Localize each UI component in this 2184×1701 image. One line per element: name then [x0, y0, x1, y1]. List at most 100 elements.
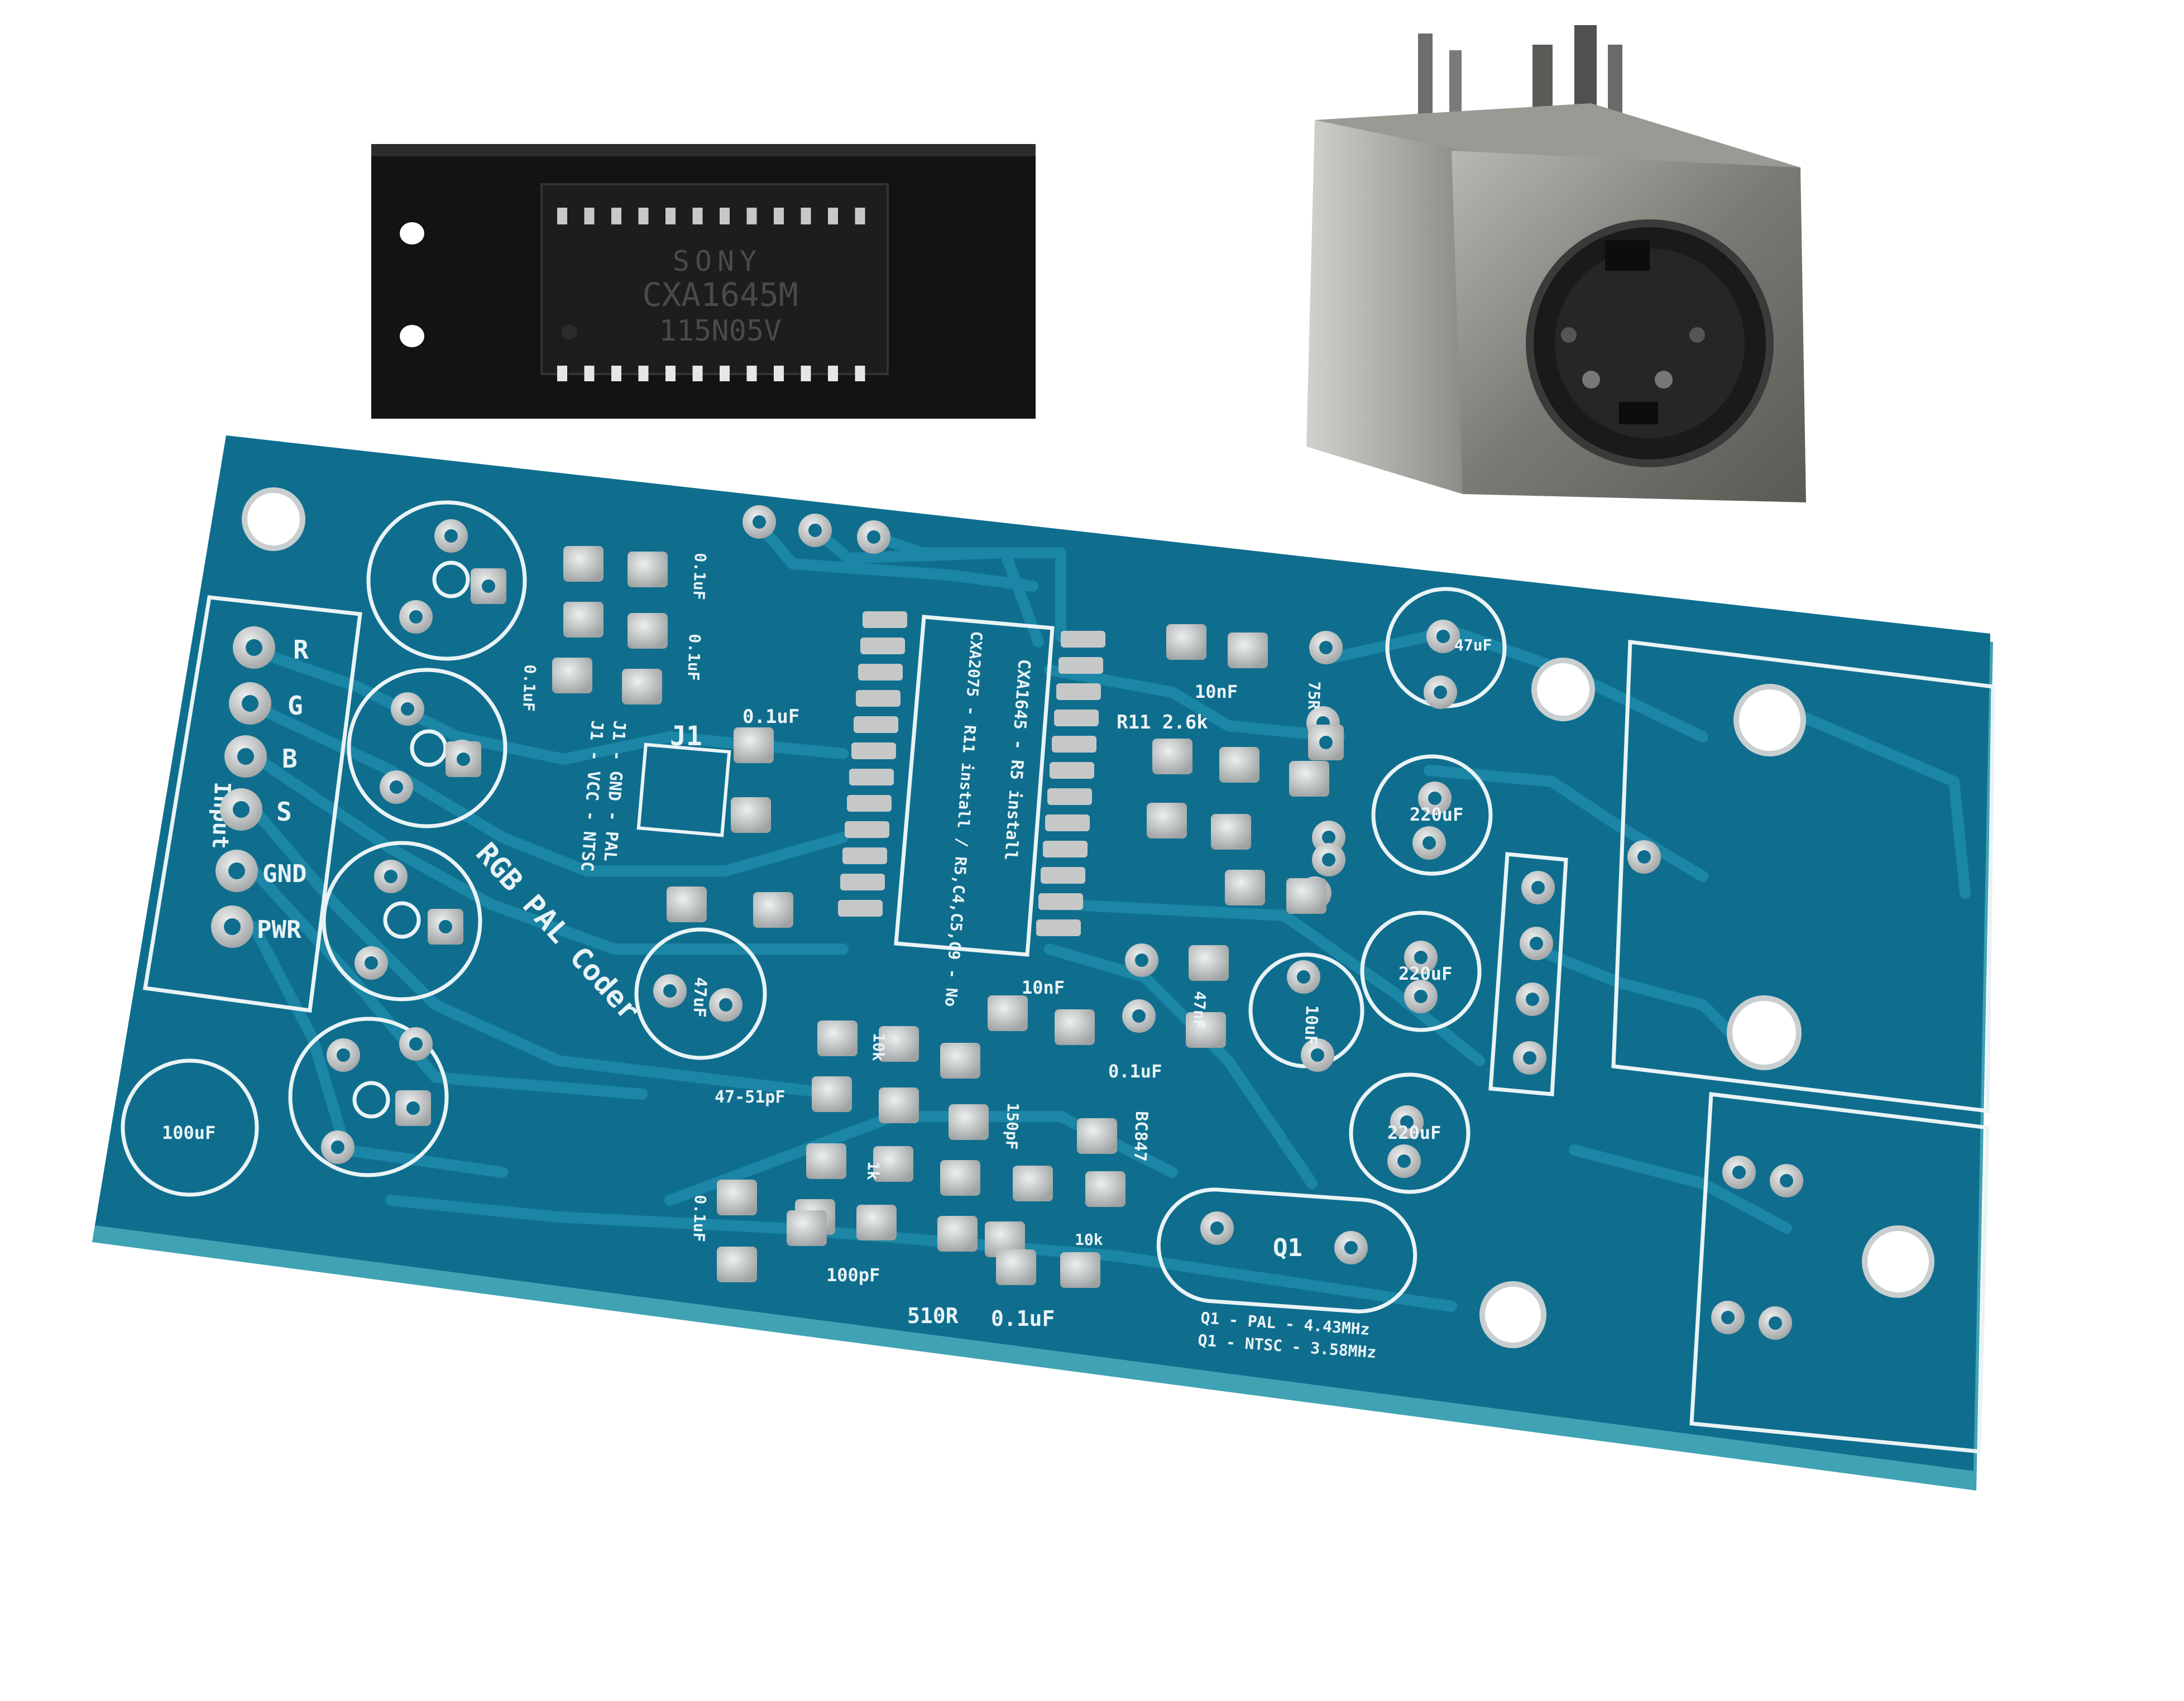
pin1-dot	[562, 324, 577, 340]
label-c-220uF-a: 220uF	[1410, 804, 1463, 825]
soic-chip: SONY CXA1645M 115N05V	[540, 183, 889, 381]
inner-circle	[432, 560, 470, 598]
chip-pin	[774, 366, 784, 381]
chip-pin	[665, 366, 676, 381]
label-cap-47-51pF: 47-51pF	[715, 1087, 785, 1107]
smd-pad	[734, 727, 774, 763]
label-cap-01-f: 0.1uF	[689, 1195, 710, 1242]
smd-pad	[949, 1104, 989, 1140]
chip-pin	[720, 366, 730, 381]
chip-brand: SONY	[673, 245, 762, 277]
pad-drill	[1397, 1154, 1411, 1168]
input-pin-pad	[215, 850, 258, 892]
footprint-circle	[288, 1017, 449, 1177]
pad-drill	[1210, 1221, 1224, 1235]
pad-drill	[719, 998, 732, 1012]
pad-drill	[1319, 736, 1333, 749]
footprint-circle	[322, 841, 482, 1002]
pad-drill	[1523, 1051, 1536, 1065]
chip-pin	[611, 208, 621, 224]
input-header: Input R G B S GND PWR	[142, 595, 362, 1013]
mounting-hole	[242, 487, 305, 551]
smd-pad	[806, 1143, 846, 1179]
smd-pad	[1060, 1252, 1100, 1288]
footprint-circle	[366, 500, 527, 661]
footprint-circle	[1371, 754, 1493, 876]
mounting-hole	[1531, 658, 1595, 721]
ic-pad	[1054, 710, 1099, 726]
chip-pin	[584, 366, 595, 381]
input-pin-pad	[211, 905, 253, 948]
smd-pad	[1166, 624, 1206, 660]
j1-outline	[636, 742, 731, 837]
smd-pad	[817, 1020, 858, 1056]
chip-pin	[855, 208, 865, 224]
ic-pad	[1041, 867, 1085, 884]
smd-pad	[1077, 1118, 1117, 1154]
smd-pad	[717, 1180, 757, 1215]
chip-pin	[774, 208, 784, 224]
label-transistor: BC847	[1130, 1111, 1151, 1162]
pad-drill	[1319, 641, 1333, 654]
pad-drill	[1637, 850, 1651, 864]
j1-label: J1	[670, 721, 702, 752]
smd-pad	[937, 1216, 978, 1252]
smd-pad	[787, 1210, 827, 1246]
label-res-1k: 1k	[864, 1161, 883, 1181]
mounting-hole	[1479, 1281, 1546, 1348]
pad-drill	[1322, 831, 1335, 844]
chip-pin	[828, 208, 838, 224]
pad-drill	[1322, 853, 1335, 866]
pad-drill	[1414, 990, 1428, 1003]
smd-pad	[812, 1076, 852, 1112]
pad-drill	[390, 780, 403, 794]
label-c-47uF-b: 47uF	[1454, 636, 1492, 654]
ic-pad	[847, 795, 892, 812]
pad-drill	[331, 1141, 344, 1154]
square-pads	[395, 568, 1344, 1126]
socket-pin	[1689, 327, 1705, 343]
component-labels: 100uF 47uF 47uF 220uF 220uF 220uF 10uF 0…	[162, 553, 1492, 1331]
chip-pin	[855, 366, 865, 381]
crystal-outline	[1156, 1187, 1417, 1314]
pad-drill	[1769, 1316, 1782, 1330]
input-header-outline	[142, 595, 362, 1013]
label-r11: R11 2.6k	[1117, 711, 1208, 734]
footprint-circle	[1360, 911, 1482, 1032]
smd-pad	[753, 892, 793, 928]
to92-footprints	[121, 500, 1507, 1197]
input-pin-label-g: G	[288, 691, 303, 721]
input-pin-label-pwr: PWR	[257, 916, 301, 944]
pad-drill	[457, 753, 470, 766]
ic-pad	[840, 874, 885, 890]
smd-pad	[628, 613, 668, 649]
ic-pad	[842, 847, 887, 864]
inner-circle	[383, 901, 421, 939]
pad-drill	[1400, 1115, 1414, 1129]
ic-pad	[1059, 657, 1103, 674]
inner-circle	[352, 1081, 390, 1119]
ic-outline	[894, 615, 1055, 957]
label-cap-10nF-a: 10nF	[1195, 681, 1238, 702]
sony-chip-reel-tape: SONY CXA1645M 115N05V	[371, 144, 1036, 419]
pad-drill	[1526, 993, 1539, 1006]
svideo-connector	[1306, 25, 1806, 502]
pad-drill	[401, 702, 414, 716]
label-c-10uF: 10uF	[1300, 1005, 1321, 1046]
label-cap-47nF: 47nF	[1190, 991, 1209, 1029]
input-pin-pad	[233, 626, 275, 669]
ic-pad	[1036, 919, 1081, 936]
smd-pad	[1228, 633, 1268, 668]
smd-pad	[563, 602, 604, 638]
pad-drill	[1344, 1241, 1358, 1254]
svideo-socket-inner	[1555, 248, 1745, 438]
socket-pin	[1561, 327, 1577, 343]
pad-drill	[1530, 937, 1543, 950]
smd-pad	[1225, 870, 1265, 905]
smd-pad	[873, 1146, 913, 1182]
ic-pad	[1056, 683, 1101, 700]
input-pin-label-r: R	[293, 635, 309, 665]
ic-pad	[838, 900, 883, 917]
output-header	[1488, 852, 1568, 1096]
